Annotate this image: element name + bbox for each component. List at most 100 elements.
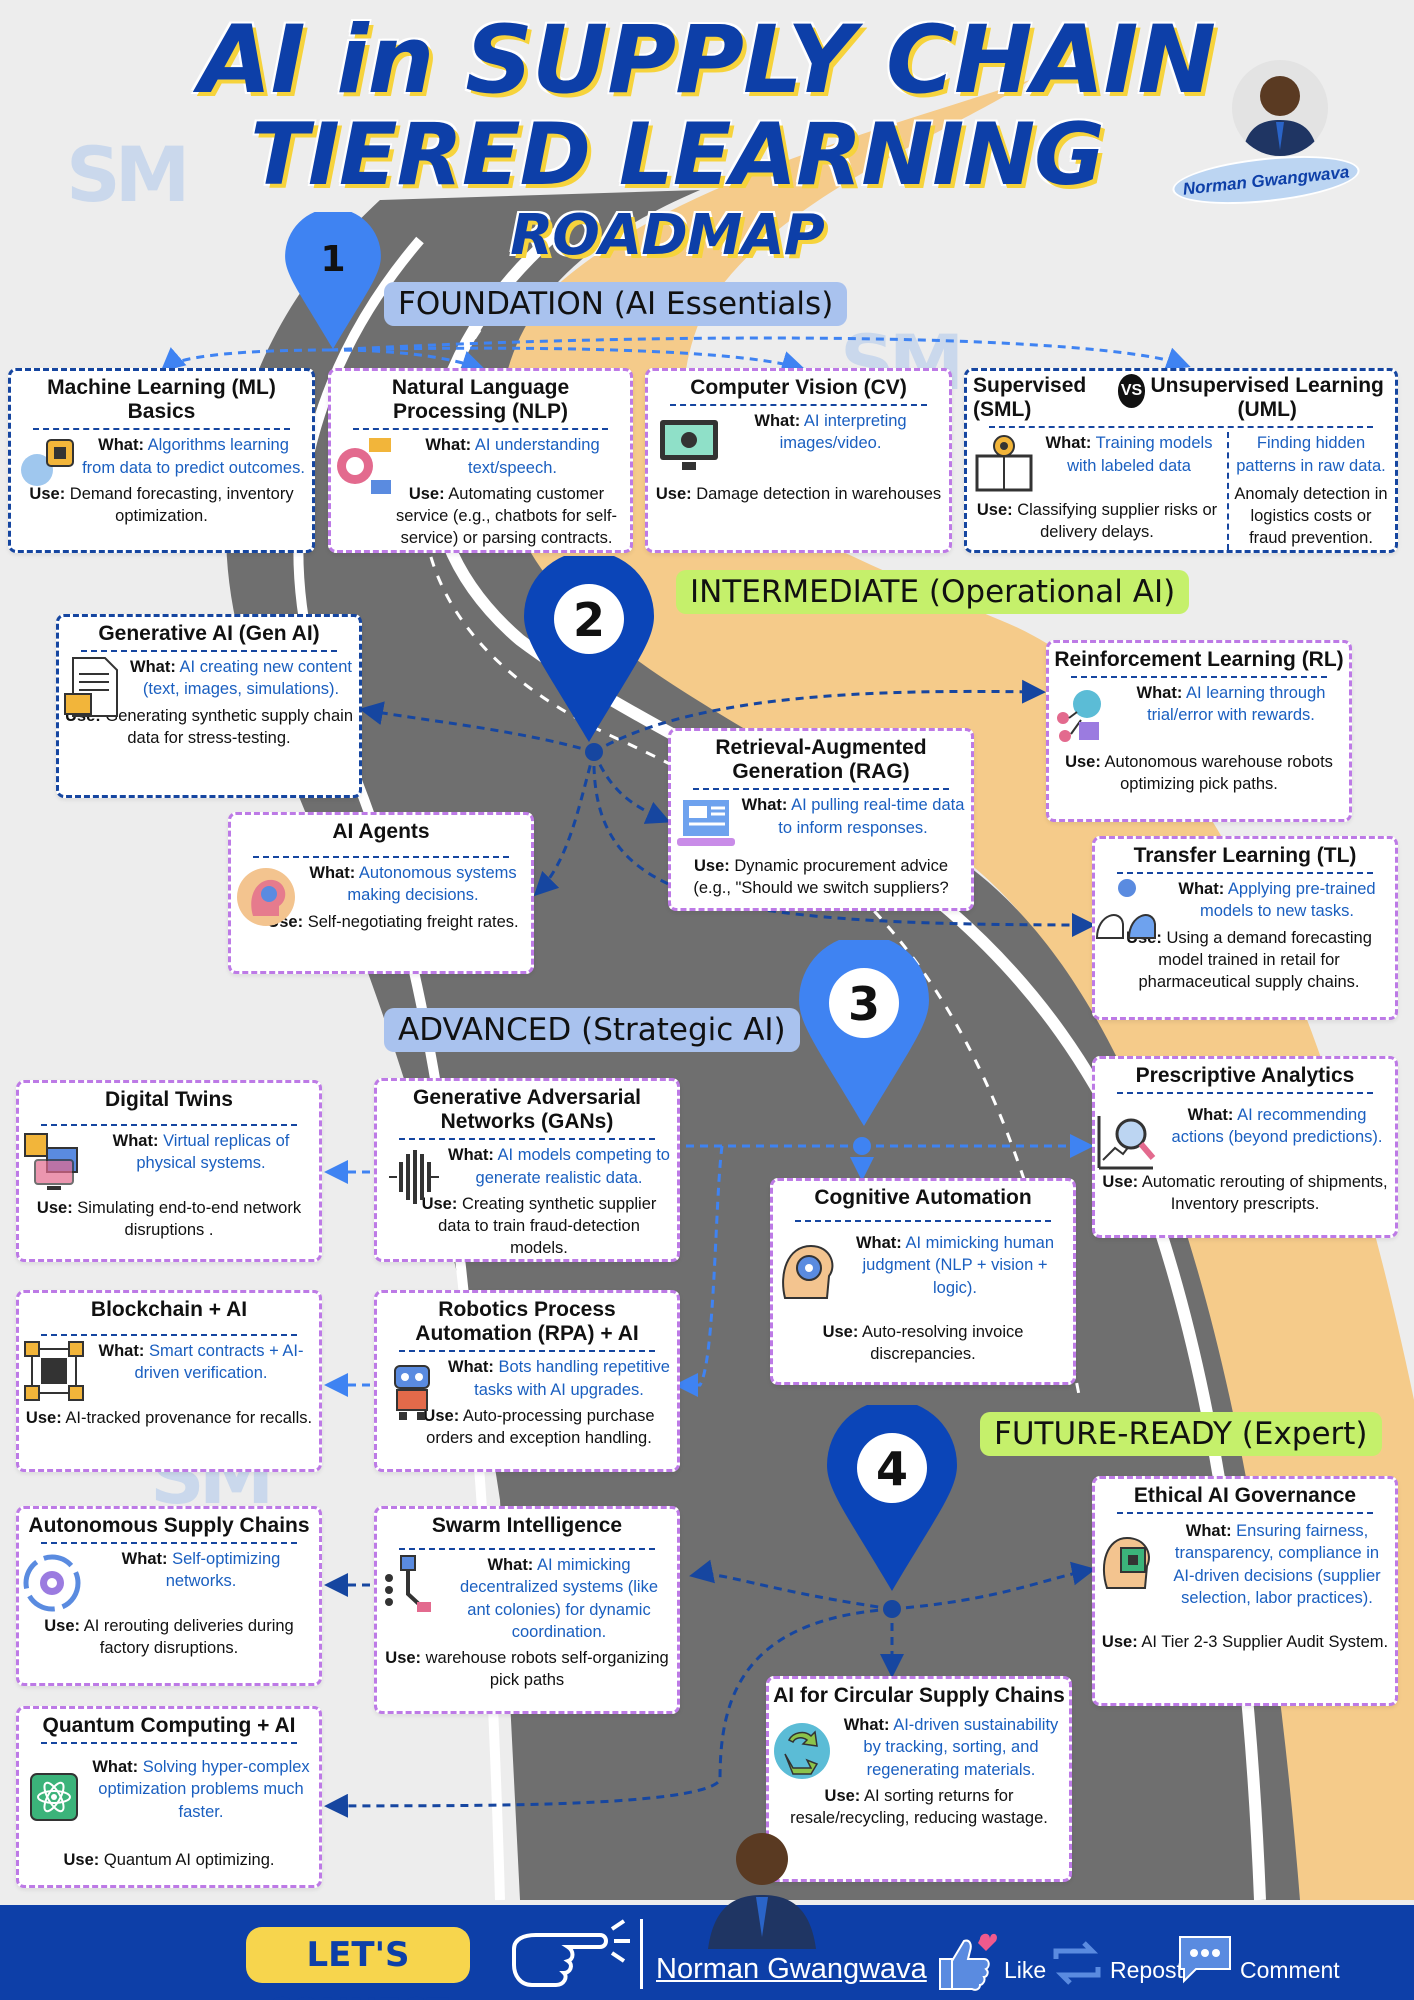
card-use: Demand forecasting, inventory optimizati…	[69, 484, 294, 526]
card-rag: Retrieval-Augmented Generation (RAG) Wha…	[668, 728, 974, 911]
like-label[interactable]: Like	[1004, 1957, 1047, 1983]
robot-arm-network-icon	[385, 1555, 431, 1613]
quantum-atom-chip-icon	[30, 1773, 78, 1822]
title-line-3: ROADMAP	[510, 203, 825, 268]
ai-document-icon	[64, 657, 118, 718]
book-eye-icon	[975, 435, 1033, 492]
card-use: Generating synthetic supply chain data f…	[105, 706, 354, 747]
card-what: AI recommending actions (beyond predicti…	[1171, 1106, 1383, 1147]
comment-bubble-icon[interactable]	[1176, 1933, 1234, 1985]
network-bars-icon	[389, 1150, 439, 1205]
card-use: Auto-processing purchase orders and exce…	[426, 1406, 655, 1448]
level-1-label: FOUNDATION (AI Essentials)	[384, 282, 848, 326]
card-uml-use: Anomaly detection in logistics costs or …	[1234, 484, 1388, 548]
card-title: Quantum Computing + AI	[42, 1714, 296, 1737]
robot-icon	[394, 1365, 430, 1421]
level-2-pin-marker: 2	[524, 551, 654, 746]
card-what: AI mimicking decentralized systems (like…	[459, 1556, 659, 1641]
repost-label[interactable]: Repost	[1110, 1957, 1183, 1983]
card-title: Generative Adversarial Networks (GANs)	[412, 1086, 642, 1134]
card-reinforcement-learning: Reinforcement Learning (RL) What: AI lea…	[1046, 640, 1352, 822]
digital-twin-cubes-icon	[24, 1133, 78, 1191]
card-ethical-ai-governance: Ethical AI Governance What: Ensuring fai…	[1092, 1476, 1398, 1706]
level-1-pin-marker: 1	[284, 208, 382, 352]
card-what: Training models with labeled data	[1067, 434, 1213, 475]
level-4-number: 4	[857, 1433, 927, 1503]
nlp-gear-icon	[337, 438, 391, 495]
card-title: Robotics Process Automation (RPA) + AI	[415, 1298, 639, 1346]
card-supervised-vs-unsupervised: Supervised (SML) VS Unsupervised Learnin…	[964, 368, 1398, 553]
card-title-sml: Supervised (SML)	[973, 374, 1087, 422]
card-uml-what: Finding hidden patterns in raw data.	[1236, 434, 1386, 475]
recycle-globe-icon	[774, 1723, 830, 1780]
footer-divider	[640, 1919, 643, 1989]
card-swarm-intelligence: Swarm Intelligence What: AI mimicking de…	[374, 1506, 680, 1714]
footer-bar: LET'S CONNECT Norman Gwangwava Like Repo…	[0, 1833, 1414, 2000]
head-chip-icon	[1102, 1537, 1150, 1590]
card-title: Machine Learning (ML) Basics	[47, 376, 276, 424]
card-title: AI Agents	[332, 820, 430, 843]
card-use: Auto-resolving invoice discrepancies.	[862, 1322, 1024, 1364]
lets-connect-button[interactable]: LET'S CONNECT	[246, 1927, 470, 2000]
card-use: Automatic rerouting of shipments, Invent…	[1141, 1172, 1388, 1213]
card-title: Natural Language Processing (NLP)	[391, 376, 570, 424]
card-what: Solving hyper-complex optimization probl…	[98, 1758, 310, 1821]
card-title: Prescriptive Analytics	[1135, 1064, 1355, 1087]
card-autonomous-supply-chains: Autonomous Supply Chains What: Self-opti…	[16, 1506, 322, 1686]
author-avatar	[1232, 60, 1328, 156]
ai-chip-head-icon	[21, 439, 74, 487]
card-nlp: Natural Language Processing (NLP) What: …	[328, 368, 633, 553]
cycle-gear-icon	[23, 1554, 81, 1612]
card-use: Using a demand forecasting model trained…	[1138, 928, 1372, 992]
card-title-uml: Unsupervised Learning (UML)	[1150, 374, 1384, 422]
ai-laptop-icon	[677, 800, 735, 847]
level-1-number: 1	[320, 239, 346, 280]
ai-brain-head-icon	[237, 868, 295, 927]
card-quantum-computing-ai: Quantum Computing + AI What: Solving hyp…	[16, 1706, 322, 1888]
card-ml-basics: Machine Learning (ML) Basics What: Algor…	[8, 368, 315, 553]
card-what: AI mimicking human judgment (NLP + visio…	[862, 1234, 1055, 1297]
title-line-1: AI in SUPPLY CHAIN	[198, 6, 1216, 115]
card-generative-ai: Generative AI (Gen AI) What: AI creating…	[56, 614, 362, 798]
card-what: Autonomous systems making decisions.	[347, 864, 517, 905]
card-use: Dynamic procurement advice (e.g., "Shoul…	[693, 856, 949, 898]
card-what: AI pulling real-time data to inform resp…	[778, 796, 965, 837]
card-use: AI rerouting deliveries during factory d…	[83, 1616, 294, 1657]
card-title: Blockchain + AI	[90, 1298, 248, 1321]
analytics-magnifier-icon	[1097, 1116, 1156, 1170]
card-title: Retrieval-Augmented Generation (RAG)	[715, 736, 927, 784]
card-what: AI interpreting images/video.	[779, 412, 907, 453]
card-prescriptive-analytics: Prescriptive Analytics What: AI recommen…	[1092, 1056, 1398, 1238]
card-what: AI creating new content (text, images, s…	[142, 658, 352, 699]
card-title: Generative AI (Gen AI)	[98, 622, 320, 645]
like-thumb-heart-icon[interactable]	[934, 1929, 998, 1993]
repost-icon[interactable]	[1052, 1941, 1102, 1985]
card-what: Applying pre-trained models to new tasks…	[1199, 880, 1376, 921]
title-line-2: TIERED LEARNING	[250, 105, 1105, 205]
card-title: Digital Twins	[105, 1088, 233, 1111]
level-2-number: 2	[554, 584, 624, 654]
card-use: Self-negotiating freight rates.	[307, 912, 519, 931]
card-circular-supply-chains: AI for Circular Supply Chains What: AI-d…	[766, 1676, 1072, 1882]
card-use: Autonomous warehouse robots optimizing p…	[1104, 752, 1333, 793]
monitor-eye-icon	[660, 420, 718, 471]
card-use: Quantum AI optimizing.	[103, 1850, 275, 1869]
card-use: Damage detection in warehouses	[696, 484, 942, 503]
card-what: AI-driven sustainability by tracking, so…	[863, 1716, 1059, 1779]
footer-avatar	[694, 1813, 830, 1949]
footer-author-link[interactable]: Norman Gwangwava	[656, 1953, 927, 1985]
card-digital-twins: Digital Twins What: Virtual replicas of …	[16, 1080, 322, 1262]
card-blockchain-ai: Blockchain + AI What: Smart contracts + …	[16, 1290, 322, 1472]
card-use: AI sorting returns for resale/recycling,…	[790, 1786, 1048, 1828]
pointing-hand-icon	[512, 1919, 630, 1987]
card-use: AI Tier 2-3 Supplier Audit System.	[1141, 1633, 1389, 1652]
heads-transfer-icon	[1095, 879, 1156, 940]
card-title: Swarm Intelligence	[431, 1514, 623, 1537]
comment-label[interactable]: Comment	[1240, 1957, 1340, 1983]
vs-badge: VS	[1117, 374, 1146, 408]
card-use: Creating synthetic supplier data to trai…	[438, 1194, 657, 1258]
level-4-label: FUTURE-READY (Expert)	[980, 1412, 1382, 1456]
card-use: Automating customer service (e.g., chatb…	[395, 484, 617, 548]
card-transfer-learning: Transfer Learning (TL) What: Applying pr…	[1092, 836, 1398, 1020]
card-ai-agents: AI Agents What: Autonomous systems makin…	[228, 812, 534, 974]
